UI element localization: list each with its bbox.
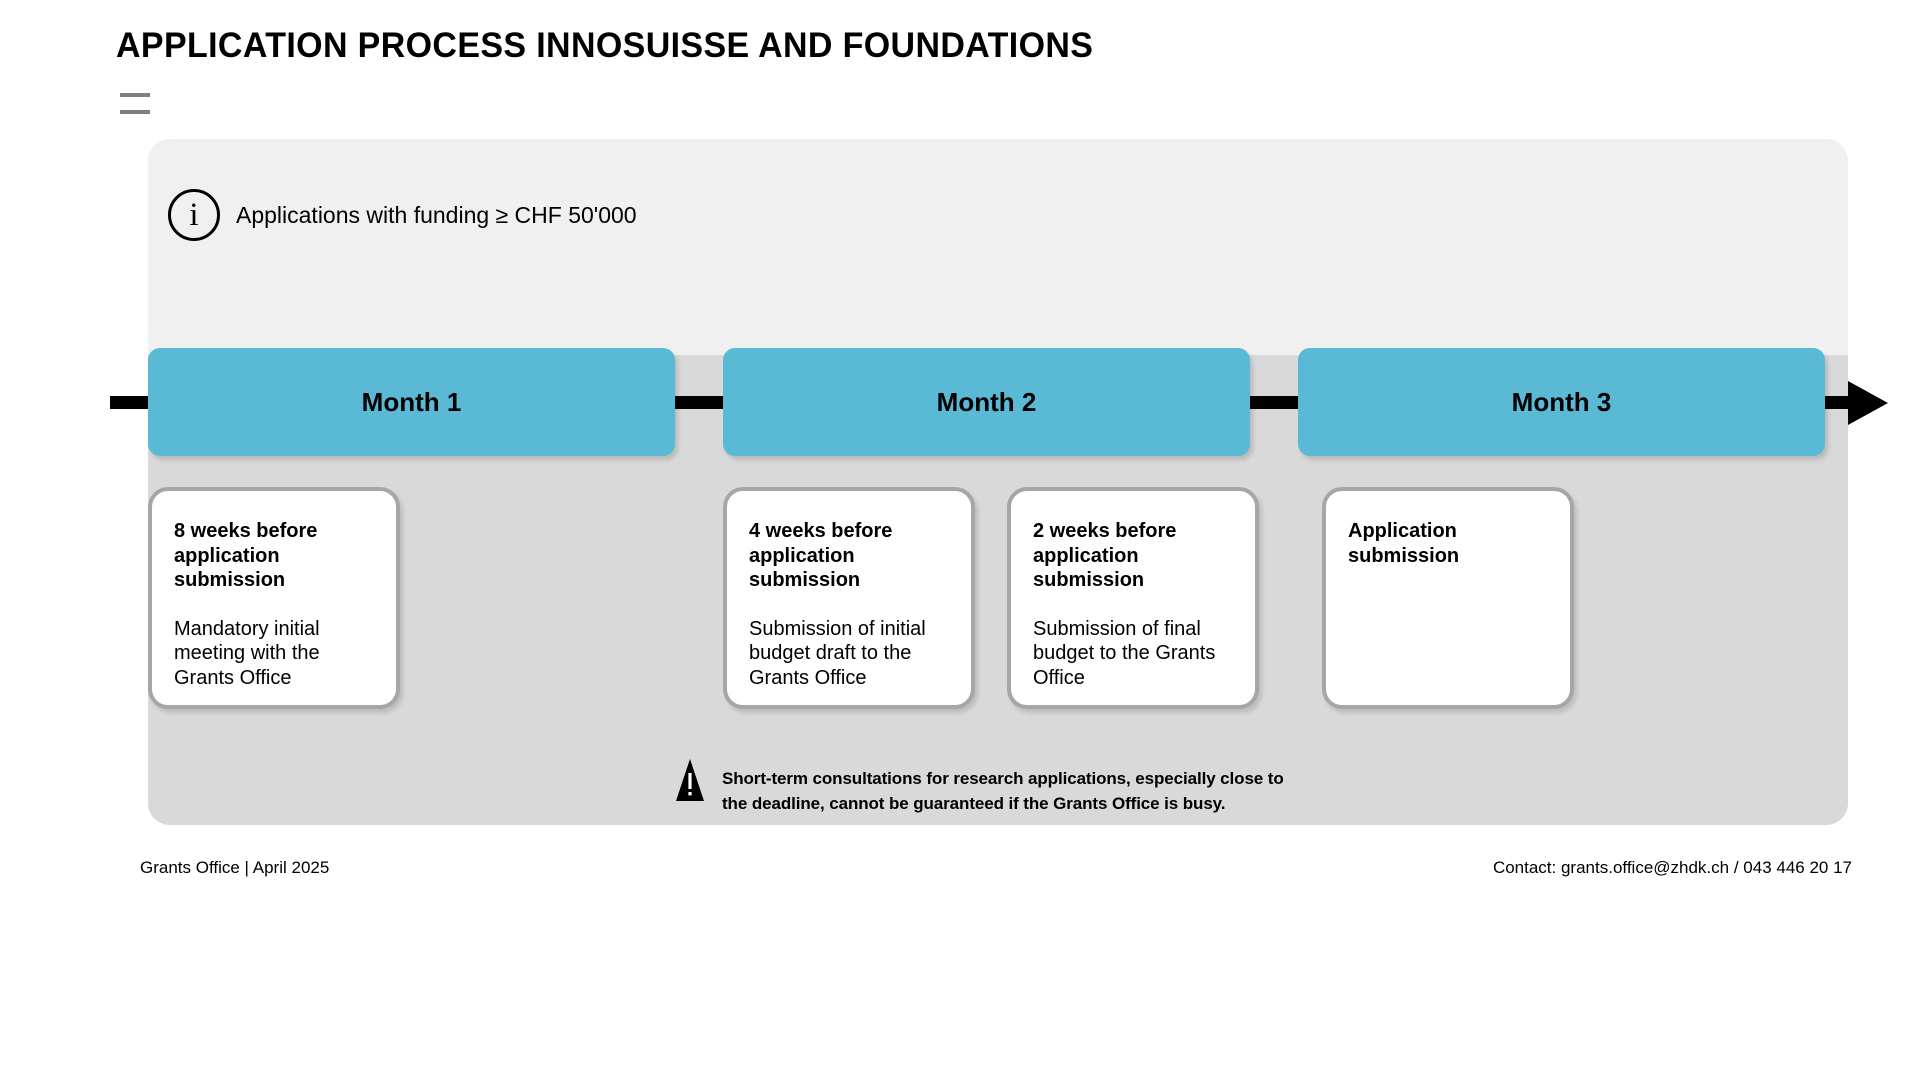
timeline: Month 1 Month 2 Month 3 <box>110 348 1920 456</box>
warning-note-text: Short-term consultations for research ap… <box>722 769 1284 813</box>
warning-triangle-icon <box>672 757 708 803</box>
timeline-month-1[interactable]: Month 1 <box>148 348 675 456</box>
timeline-month-2-label: Month 2 <box>936 386 1037 417</box>
timeline-month-2[interactable]: Month 2 <box>723 348 1250 456</box>
footer-contact[interactable]: Contact: grants.office@zhdk.ch / 043 446… <box>1492 858 1852 877</box>
step-card-title: Application submission <box>1348 520 1460 567</box>
page-title: APPLICATION PROCESS INNOSUISSE AND FOUND… <box>116 26 1094 65</box>
info-note-text: Applications with funding ≥ CHF 50'000 <box>236 201 637 228</box>
step-card-body: Submission of final budget to the Grants… <box>1033 617 1216 689</box>
step-card-title: 8 weeks before application submission <box>174 520 318 591</box>
warning-note: Short-term consultations for research ap… <box>672 759 1284 816</box>
process-diagram-panel: i Applications with funding ≥ CHF 50'000 <box>148 139 1848 825</box>
timeline-month-3[interactable]: Month 3 <box>1298 348 1825 456</box>
footer-credit: Grants Office | April 2025 <box>140 858 330 877</box>
title-rule-group <box>120 93 150 127</box>
step-card[interactable]: 2 weeks before application submission Su… <box>1007 487 1259 709</box>
info-circle-icon: i <box>168 189 220 241</box>
step-card[interactable]: 8 weeks before application submission Ma… <box>148 487 400 709</box>
title-rule-top <box>120 93 150 97</box>
step-card-body: Submission of initial budget draft to th… <box>749 617 926 689</box>
step-card-title: 2 weeks before application submission <box>1033 520 1177 591</box>
timeline-month-3-label: Month 3 <box>1511 386 1612 417</box>
timeline-arrow-head-icon <box>1848 381 1888 425</box>
info-note: i Applications with funding ≥ CHF 50'000 <box>168 189 637 241</box>
timeline-month-1-label: Month 1 <box>361 386 462 417</box>
title-rule-bottom <box>120 110 150 114</box>
step-card-body: Mandatory initial meeting with the Grant… <box>174 617 320 689</box>
step-card[interactable]: 4 weeks before application submission Su… <box>723 487 975 709</box>
panel-upper-band: i Applications with funding ≥ CHF 50'000 <box>148 139 1848 355</box>
step-card[interactable]: Application submission <box>1322 487 1574 709</box>
step-card-title: 4 weeks before application submission <box>749 520 893 591</box>
